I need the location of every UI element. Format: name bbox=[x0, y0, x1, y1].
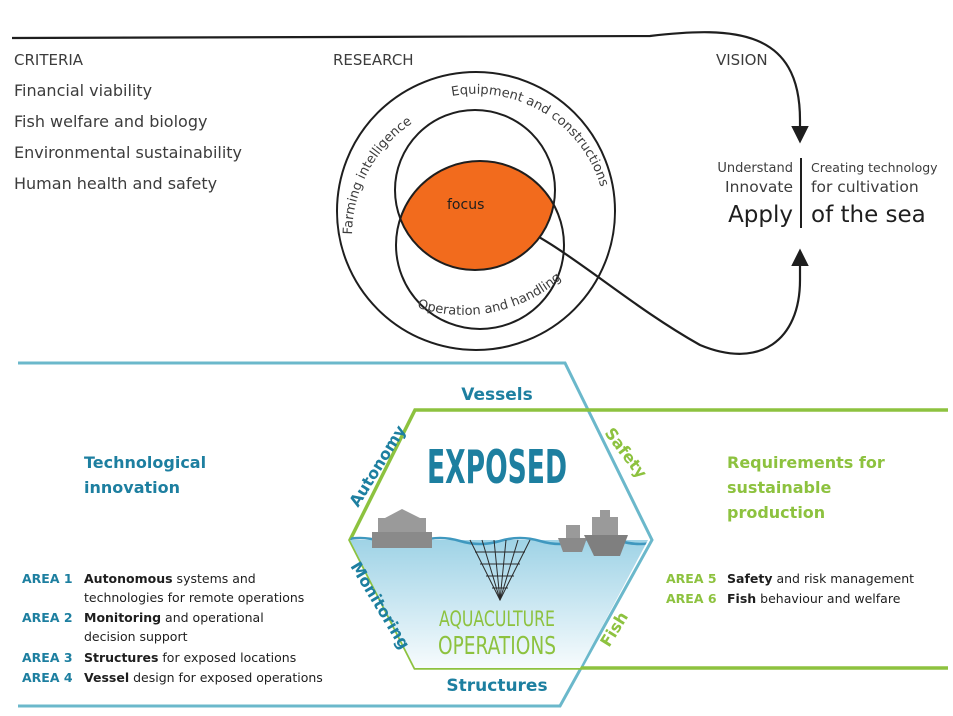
area-code: AREA 5 bbox=[666, 571, 717, 586]
right-title-line2: sustainable bbox=[727, 478, 831, 497]
platform-icon bbox=[372, 509, 432, 548]
vision-creating: Creating technology bbox=[811, 160, 938, 175]
criteria-item: Financial viability bbox=[14, 81, 152, 100]
area-text: Structures for exposed locations bbox=[84, 650, 296, 665]
teal-outline bbox=[18, 361, 654, 708]
vessel-icons bbox=[558, 510, 628, 556]
area-text: Vessel design for exposed operations bbox=[84, 670, 323, 685]
hex-label-vessels: Vessels bbox=[461, 385, 532, 405]
area-text: Monitoring and operational bbox=[84, 610, 264, 625]
venn-focus-orange bbox=[396, 161, 555, 270]
criteria-item: Fish welfare and biology bbox=[14, 112, 207, 131]
left-title-line2: innovation bbox=[84, 478, 180, 497]
area-code: AREA 3 bbox=[22, 650, 73, 665]
hex-label-autonomy: Autonomy bbox=[345, 421, 410, 510]
criteria-item: Human health and safety bbox=[14, 174, 217, 193]
areas-left-list: AREA 1 Autonomous systems and technologi… bbox=[22, 571, 323, 685]
area-text: Safety and risk management bbox=[727, 571, 914, 586]
area-text: Autonomous systems and bbox=[84, 571, 256, 586]
vision-apply: Apply bbox=[728, 202, 793, 228]
venn-circle-lower bbox=[395, 160, 565, 330]
left-title-line1: Technological bbox=[84, 453, 206, 472]
right-title-line1: Requirements for bbox=[727, 453, 885, 472]
area-code: AREA 1 bbox=[22, 571, 73, 586]
feedback-arrow-bottom bbox=[499, 216, 809, 355]
fish-net-icon bbox=[469, 539, 531, 602]
vision-innovate: Innovate bbox=[725, 178, 793, 196]
criteria-heading: CRITERIA bbox=[14, 51, 84, 69]
criteria-item: Environmental sustainability bbox=[14, 143, 242, 162]
area-code: AREA 2 bbox=[22, 610, 73, 625]
operation-label: Operation and handling bbox=[416, 270, 564, 319]
venn-circle-large bbox=[336, 71, 616, 351]
aquaculture-line2: OPERATIONS bbox=[438, 631, 556, 660]
vision-understand: Understand bbox=[717, 161, 793, 176]
vision-sea: of the sea bbox=[811, 202, 926, 228]
feedback-arrow-top bbox=[11, 31, 809, 144]
venn-circle-upper bbox=[394, 109, 556, 271]
aquaculture-line1: AQUACULTURE bbox=[439, 607, 555, 631]
area-text: Fish behaviour and welfare bbox=[727, 591, 901, 606]
area-code: AREA 4 bbox=[22, 670, 73, 685]
area-text-line2: technologies for remote operations bbox=[84, 590, 304, 605]
areas-right-list: AREA 5 Safety and risk management AREA 6… bbox=[666, 571, 914, 606]
research-heading: RESEARCH bbox=[333, 51, 414, 69]
vision-heading: VISION bbox=[716, 51, 768, 69]
right-title-line3: production bbox=[727, 503, 825, 522]
area-code: AREA 6 bbox=[666, 591, 717, 606]
hex-label-structures: Structures bbox=[446, 676, 547, 696]
focus-label: focus bbox=[447, 197, 484, 213]
vision-cultivation: for cultivation bbox=[811, 178, 919, 196]
exposed-title: EXPOSED bbox=[427, 440, 567, 494]
area-text-line2: decision support bbox=[84, 629, 188, 644]
venn-diagram bbox=[336, 71, 616, 351]
